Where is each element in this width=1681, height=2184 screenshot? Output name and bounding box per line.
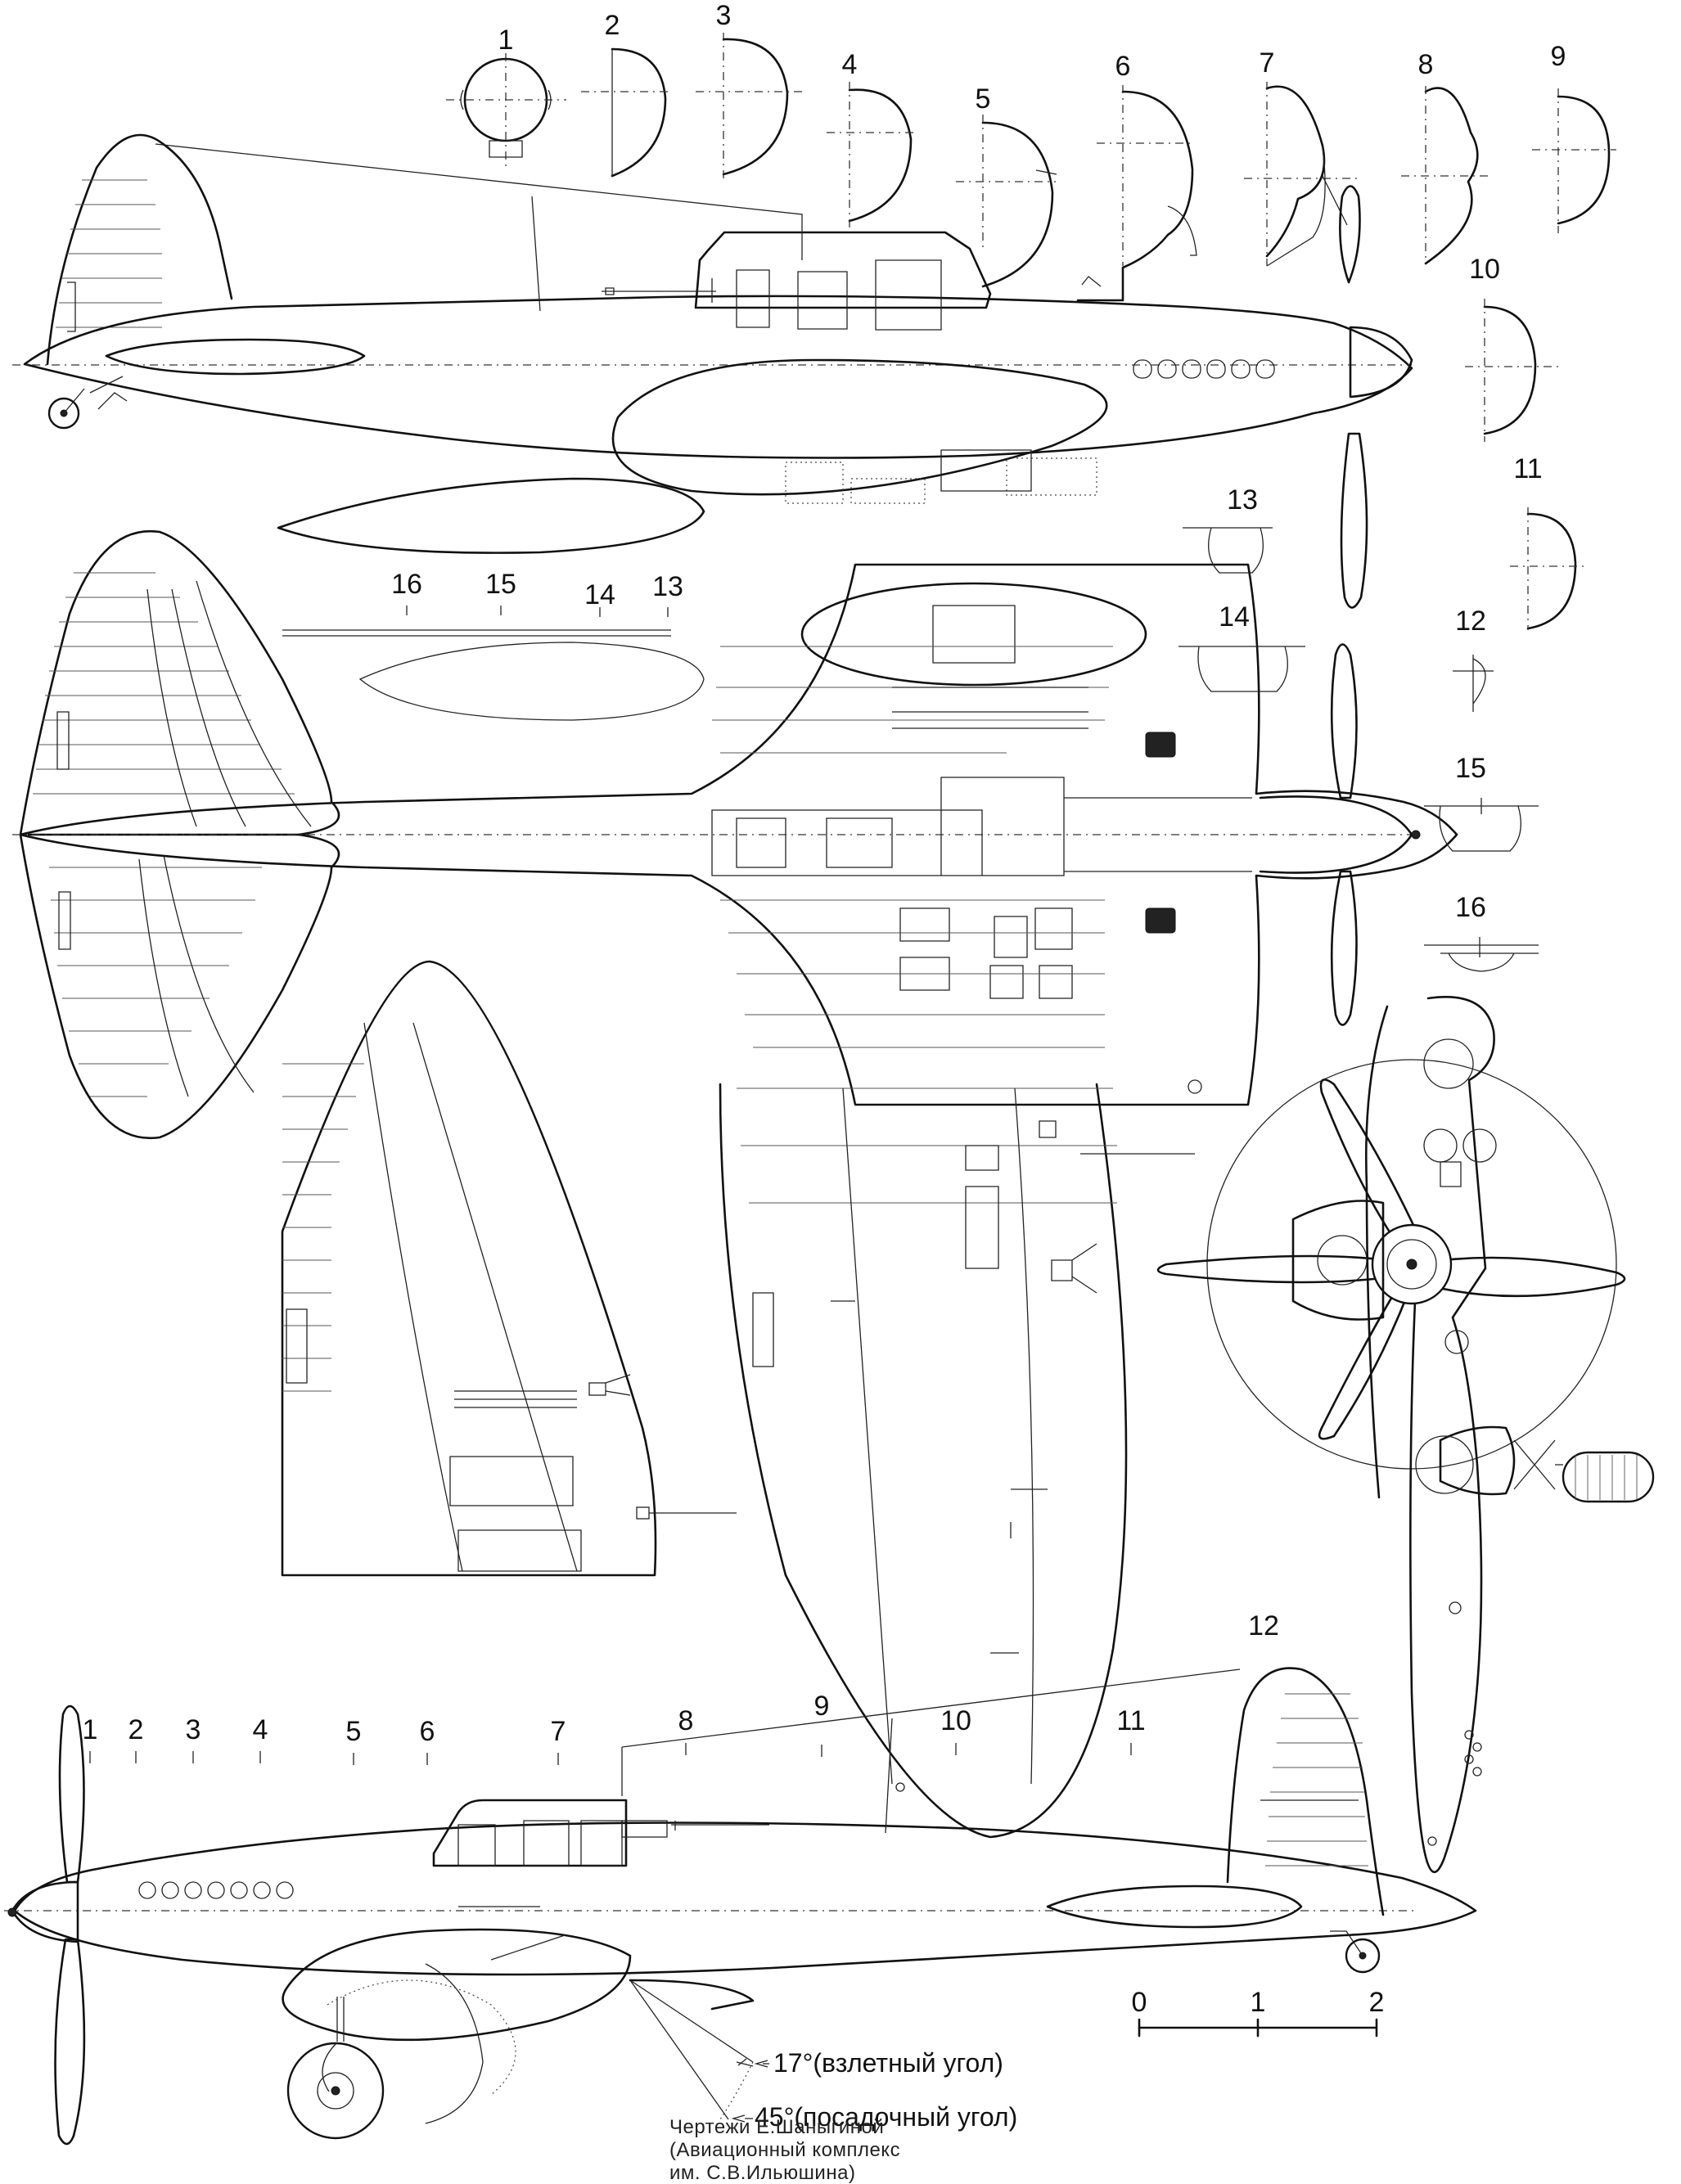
section-label-3: 3 xyxy=(716,0,732,31)
takeoff-flap-angle-label: 17°(взлетный угол) xyxy=(773,2048,1003,2078)
credit-line-1: Чертежи Е.Шаныгиной xyxy=(669,2116,884,2138)
side-view-upper xyxy=(12,133,1413,609)
scale-tick-1: 1 xyxy=(1251,1987,1266,2018)
section-label-2: 2 xyxy=(605,10,620,41)
top-station-15: 15 xyxy=(485,569,516,600)
fus-section-12: 12 xyxy=(1455,606,1486,637)
section-profile-7 xyxy=(1244,82,1359,267)
section-profile-1 xyxy=(446,53,566,168)
section-profile-6 xyxy=(1076,85,1197,302)
section-profile-11 xyxy=(1510,507,1584,630)
side-station-9: 9 xyxy=(814,1691,830,1722)
exhaust-stacks-lower xyxy=(138,1881,294,1899)
section-profile-8 xyxy=(1401,86,1489,265)
section-profile-4 xyxy=(827,82,917,229)
side-station-11: 11 xyxy=(1116,1705,1145,1736)
scale-tick-2: 2 xyxy=(1369,1987,1385,2018)
fuselage-sections-small: 13 14 12 15 16 xyxy=(1179,484,1539,972)
side-view-lower: 1 2 3 4 5 6 7 8 9 10 11 12 xyxy=(4,1610,1477,2146)
drawing-credits: Чертежи Е.Шаныгиной (Авиационный комплек… xyxy=(669,2116,900,2184)
section-label-1: 1 xyxy=(498,25,514,56)
section-profile-5 xyxy=(956,115,1057,288)
side-station-6: 6 xyxy=(420,1716,435,1747)
side-station-2: 2 xyxy=(128,1714,144,1745)
wing-plan-lower xyxy=(281,960,1202,1839)
credit-line-2: (Авиационный комплекс xyxy=(669,2139,900,2161)
side-station-7: 7 xyxy=(551,1716,566,1747)
side-station-12: 12 xyxy=(1248,1610,1279,1641)
section-profile-3 xyxy=(696,33,802,180)
fus-section-15: 15 xyxy=(1455,753,1486,784)
top-station-16: 16 xyxy=(391,569,422,600)
scale-bar: 0 1 2 xyxy=(1132,1987,1385,2038)
exhaust-stacks-upper xyxy=(1133,359,1275,379)
section-label-4: 4 xyxy=(842,49,858,80)
side-station-10: 10 xyxy=(940,1705,971,1736)
side-station-5: 5 xyxy=(346,1716,362,1747)
top-station-13: 13 xyxy=(652,571,683,602)
credit-line-3: им. С.В.Ильюшина) xyxy=(669,2162,855,2184)
fus-section-16: 16 xyxy=(1455,892,1486,923)
section-profile-2 xyxy=(581,47,671,178)
section-label-5: 5 xyxy=(976,83,991,115)
section-profile-10 xyxy=(1465,299,1559,442)
section-label-11: 11 xyxy=(1513,453,1542,484)
landing-flap-angle-label: 45°(посадочный угол) xyxy=(755,2102,1017,2132)
fus-section-13: 13 xyxy=(1227,484,1258,516)
cross-section-profiles: 1 2 3 4 5 6 7 8 9 10 11 xyxy=(446,0,1616,630)
section-label-6: 6 xyxy=(1115,51,1131,82)
side-station-8: 8 xyxy=(678,1705,694,1736)
side-station-4: 4 xyxy=(253,1714,268,1745)
section-label-7: 7 xyxy=(1260,47,1275,79)
side-station-1: 1 xyxy=(83,1714,98,1745)
front-view xyxy=(1156,996,1655,1874)
scale-tick-0: 0 xyxy=(1132,1987,1147,2018)
fus-section-14: 14 xyxy=(1219,601,1250,633)
plan-view: 16 15 14 13 xyxy=(12,529,1458,1140)
side-station-3: 3 xyxy=(186,1714,201,1745)
top-station-14: 14 xyxy=(584,579,615,610)
section-label-9: 9 xyxy=(1551,41,1566,72)
section-label-8: 8 xyxy=(1418,49,1434,80)
section-profile-9 xyxy=(1532,88,1616,233)
section-label-10: 10 xyxy=(1469,254,1500,285)
